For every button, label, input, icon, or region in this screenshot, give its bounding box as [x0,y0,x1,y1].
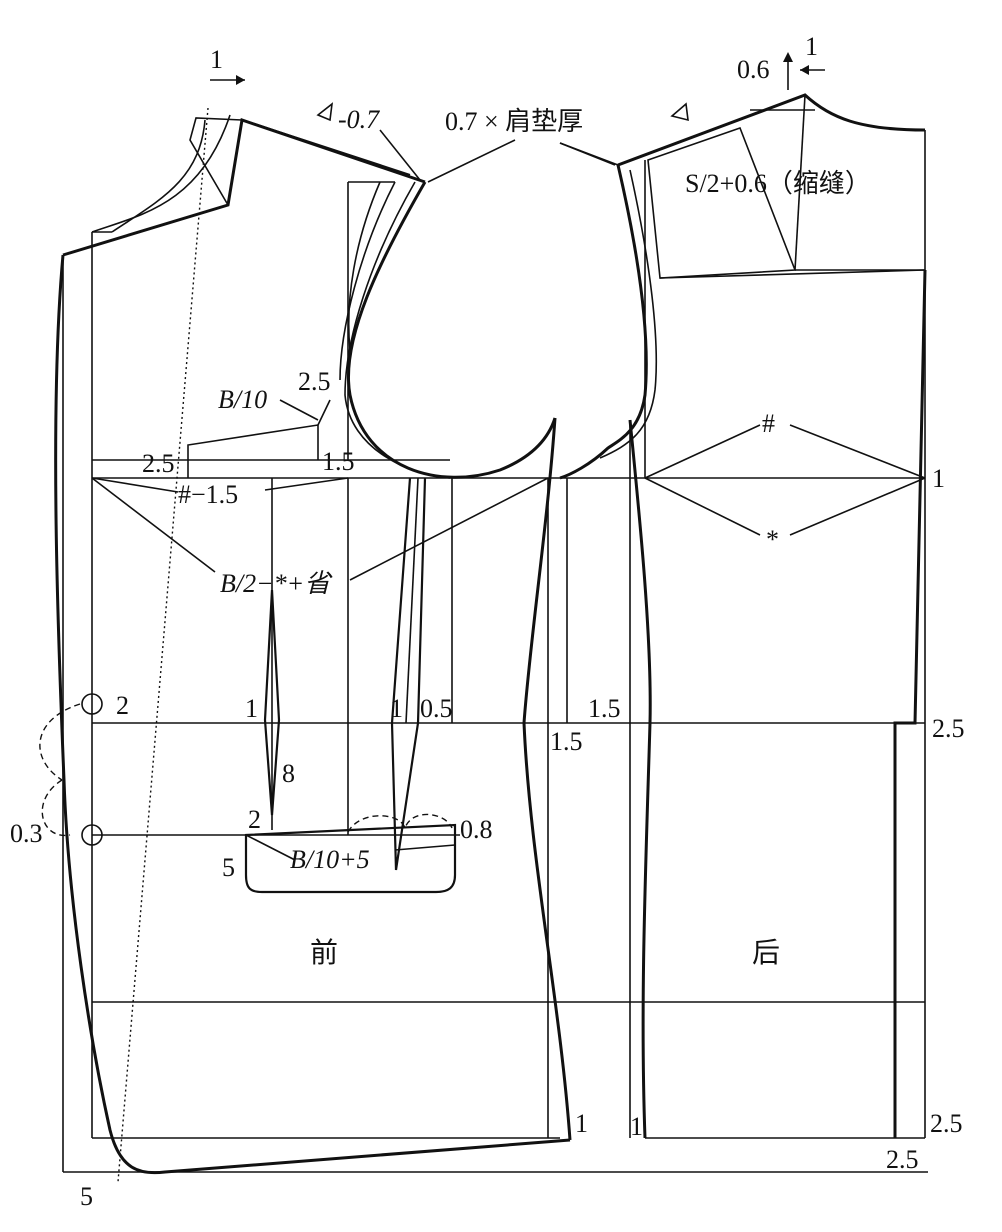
label-front-25-left: 2.5 [142,449,175,478]
label-shoulder-drop-front: -0.7 [338,105,380,134]
label-hip-03: 0.3 [10,819,43,848]
triangle-mark-back-icon [670,102,689,122]
label-hem-1b: 1 [630,1112,643,1141]
label-back-name: 后 [752,937,780,969]
label-front-25-top: 2.5 [298,367,331,396]
arrowhead-up-icon [783,52,793,62]
label-hem-25-bottom: 2.5 [886,1145,919,1174]
label-arrow-top-right-h: 1 [805,32,818,61]
label-pocket-5: 5 [222,853,235,882]
leader-lines [91,129,926,581]
label-side-15b: 1.5 [550,727,583,756]
arrowhead-right-icon [236,75,245,85]
label-waist-25-right: 2.5 [932,714,965,743]
label-front-15: 1.5 [322,447,355,476]
arrows [210,52,825,122]
label-hem-1a: 1 [575,1109,588,1138]
label-front-b10: B/10 [218,385,267,414]
side-markers [39,693,103,846]
label-front-b2: B/2−*+省 [220,569,333,598]
label-dart-8: 8 [282,759,295,788]
label-arrow-top-left: 1 [210,45,223,74]
front-darts [263,477,427,871]
label-front-hash: #−1.5 [178,480,238,509]
label-side-15a: 1.5 [588,694,621,723]
label-back-hash: # [762,409,775,438]
label-hem-25-right: 2.5 [930,1109,963,1138]
annotation-labels: 1 0.6 1 -0.7 0.7 × 肩垫厚 S/2+0.6（缩缝） B/10 … [10,32,965,1211]
label-front-name: 前 [310,937,338,969]
label-shoulder-pad: 0.7 × 肩垫厚 [445,107,583,136]
label-dart-1a: 1 [245,694,258,723]
label-pocket-08: 0.8 [460,815,493,844]
construction-lines [62,107,928,1183]
label-dart-1b: 1 [390,694,403,723]
label-hem-5: 5 [80,1182,93,1211]
label-back-1: 1 [932,464,945,493]
back-outline [559,93,927,1139]
label-dart-05: 0.5 [420,694,453,723]
label-pocket-2: 2 [248,805,261,834]
hip-marker-icon [81,824,103,846]
label-back-star: * [766,525,779,554]
pocket [244,813,457,894]
label-waist-2: 2 [116,691,129,720]
label-back-shoulder: S/2+0.6（缩缝） [685,169,871,198]
label-pocket-formula: B/10+5 [290,845,370,874]
front-outline [54,114,572,1175]
label-arrow-top-right-v: 0.6 [737,55,770,84]
arrowhead-left-icon [800,65,809,75]
triangle-mark-front-icon [316,102,334,122]
waist-marker-icon [81,693,103,715]
